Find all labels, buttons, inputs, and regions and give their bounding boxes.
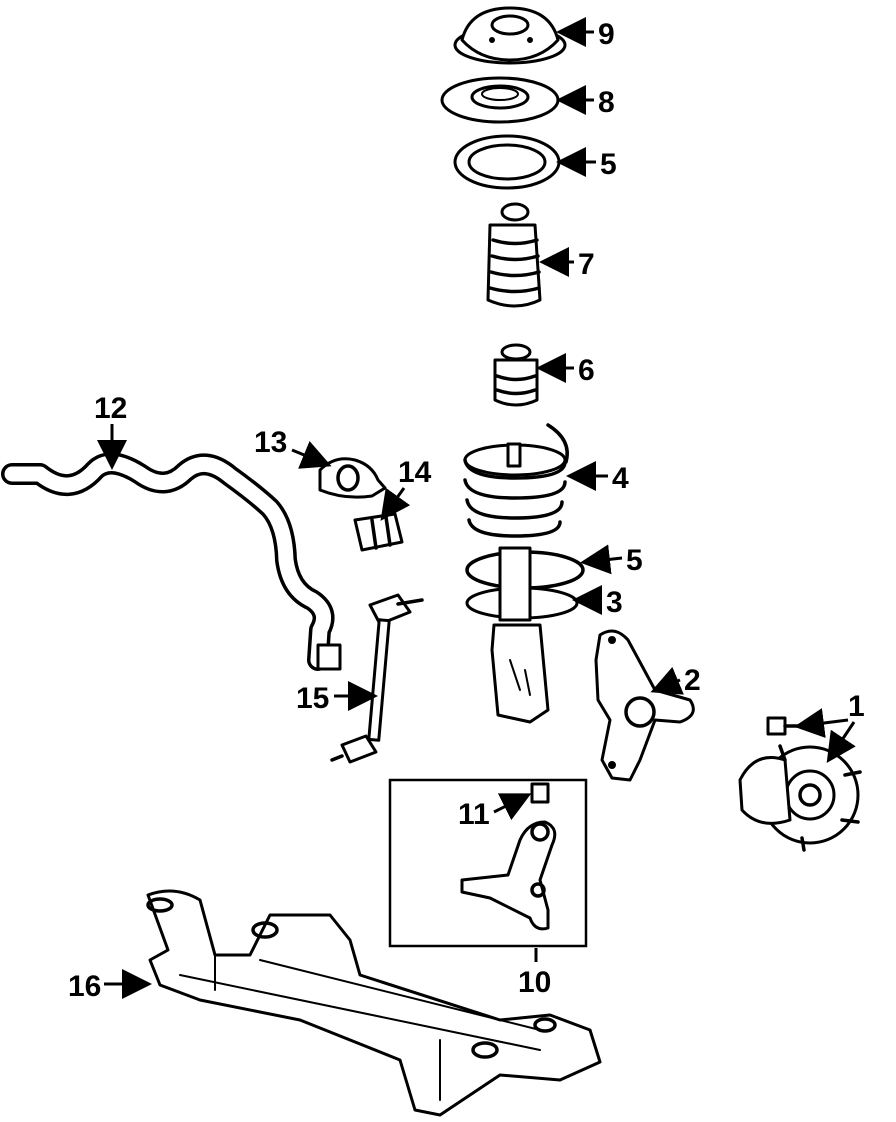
dust-boot-part bbox=[486, 202, 542, 308]
bump-stop-part bbox=[493, 343, 539, 407]
stabilizer-link-part bbox=[330, 593, 424, 764]
callout-16: 16 bbox=[68, 970, 101, 1003]
callout-labels: 9 8 5 7 6 4 5 3 2 1 12 13 14 15 11 10 16 bbox=[68, 18, 865, 1003]
arrow-5b bbox=[580, 544, 623, 575]
control-arm-inset bbox=[388, 778, 588, 948]
callout-9: 9 bbox=[598, 18, 615, 51]
callout-6: 6 bbox=[578, 354, 595, 387]
spring-seat-upper-part bbox=[453, 134, 561, 190]
callout-11: 11 bbox=[458, 798, 490, 831]
callout-12: 12 bbox=[94, 392, 127, 425]
steering-knuckle-part bbox=[594, 629, 695, 782]
strut-mount-part bbox=[453, 6, 567, 65]
arrow-14 bbox=[380, 487, 411, 521]
callout-13: 13 bbox=[254, 426, 287, 459]
callout-4: 4 bbox=[612, 462, 629, 495]
leader-arrows bbox=[97, 17, 856, 999]
callout-7: 7 bbox=[578, 248, 595, 281]
callout-15: 15 bbox=[296, 682, 329, 715]
callout-2: 2 bbox=[684, 664, 701, 697]
bushing-clamp-part bbox=[318, 457, 387, 499]
callout-1: 1 bbox=[848, 690, 865, 723]
callout-8: 8 bbox=[598, 86, 615, 119]
arrow-13 bbox=[291, 440, 332, 469]
callout-14: 14 bbox=[398, 456, 432, 489]
arrow-11 bbox=[493, 793, 532, 821]
crossmember-part bbox=[146, 889, 602, 1117]
callout-10: 10 bbox=[518, 966, 551, 999]
callout-5-lower: 5 bbox=[626, 544, 643, 577]
wheel-hub-part bbox=[738, 716, 862, 852]
callout-3: 3 bbox=[606, 586, 623, 619]
arrow-1b bbox=[826, 721, 856, 763]
bearing-part bbox=[440, 76, 560, 124]
stabilizer-bushing-part bbox=[353, 512, 404, 552]
callout-5-upper: 5 bbox=[600, 148, 617, 181]
coil-spring-part bbox=[463, 423, 569, 538]
strut-assembly-part bbox=[465, 546, 579, 724]
stabilizer-bar-part bbox=[1, 452, 342, 671]
arrow-1a bbox=[794, 708, 849, 738]
arrow-2 bbox=[650, 666, 684, 695]
